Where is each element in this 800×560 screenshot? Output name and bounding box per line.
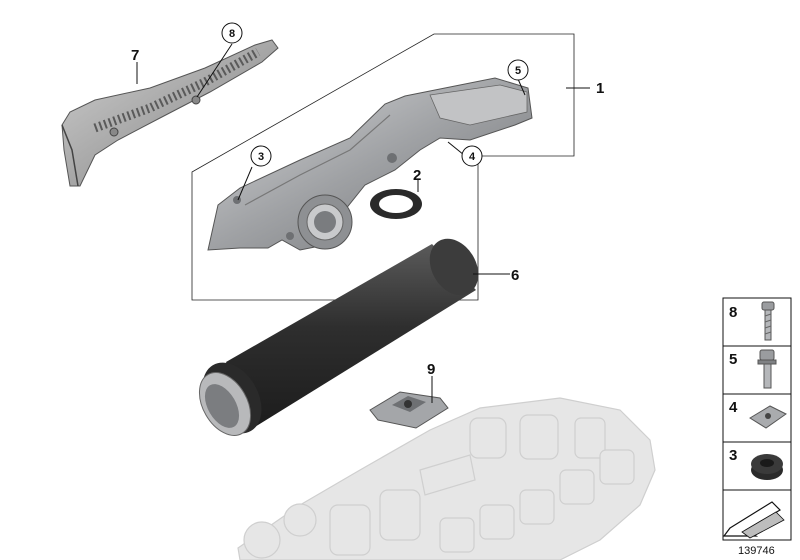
small-parts-legend: 8 5 4 3 [722,297,792,541]
assembly-frame [191,33,575,301]
callout-5: 5 [507,59,529,81]
legend-label-4: 4 [729,399,738,416]
svg-text:4: 4 [469,151,476,163]
part-1-cover [207,77,533,251]
svg-text:5: 5 [515,65,521,77]
legend-arrow-symbol [722,501,785,539]
leader-lines [136,43,590,403]
cylinder-head-ghost [237,397,656,560]
callout-4: 4 [461,145,483,167]
part-9-clip [369,391,449,429]
part-7-air-duct [61,39,279,187]
callout-9: 9 [427,361,435,378]
callout-1: 1 [596,80,604,97]
legend-grommet-3 [751,454,783,480]
callout-8: 8 [221,22,243,44]
legend-bolt-8 [761,301,775,341]
legend-label-8: 8 [729,304,737,321]
part-6-tube [198,238,479,436]
part-2-seal-ring [370,189,422,219]
legend-label-3: 3 [729,447,737,464]
callout-6: 6 [511,267,519,284]
svg-text:3: 3 [258,151,264,163]
callout-7: 7 [131,47,139,64]
callout-3: 3 [250,145,272,167]
legend-clip-nut-4 [749,405,787,429]
svg-text:8: 8 [229,28,235,40]
legend-label-5: 5 [729,351,737,368]
legend-bolt-5 [757,349,777,389]
diagram-number: 139746 [738,545,775,557]
callout-2: 2 [413,167,421,184]
